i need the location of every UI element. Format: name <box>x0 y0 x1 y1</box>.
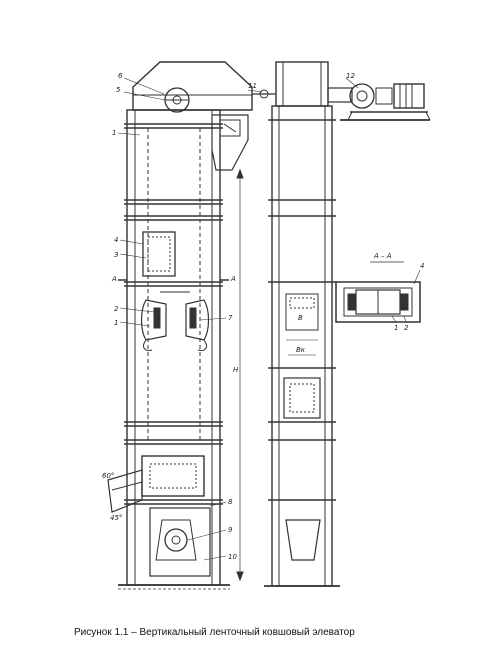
label-8: 8 <box>228 498 233 506</box>
head-housing <box>132 61 253 111</box>
figure-caption: Рисунок 1.1 – Вертикальный ленточный ков… <box>74 627 355 638</box>
label-1-top: 1 <box>112 129 116 137</box>
label-9: 9 <box>228 526 233 534</box>
label-2: 2 <box>114 305 119 313</box>
label-section-4: 4 <box>420 262 424 270</box>
left-elevator-view <box>107 61 253 590</box>
tail-pulley <box>164 528 188 552</box>
drive-unit <box>327 77 431 121</box>
label-7: 7 <box>228 314 233 322</box>
label-height: H <box>233 366 239 374</box>
label-angle-60: 60° <box>102 472 114 480</box>
label-angle-45: 45° <box>110 514 122 522</box>
label-section-a-right: A <box>230 275 236 283</box>
label-4: 4 <box>114 236 118 244</box>
label-dim-b: B <box>298 314 303 322</box>
label-section-1: 1 <box>394 324 398 332</box>
bucket-belt-section <box>140 291 210 351</box>
label-3: 3 <box>114 251 118 259</box>
label-6: 6 <box>118 72 123 80</box>
label-section-title: A – A <box>373 252 392 260</box>
label-1-mid: 1 <box>114 319 118 327</box>
label-5: 5 <box>116 86 121 94</box>
loading-chute <box>107 469 143 513</box>
label-dim-bk: Bк <box>296 346 306 354</box>
discharge-spout <box>211 114 249 171</box>
label-11: 11 <box>248 82 257 90</box>
label-section-2: 2 <box>404 324 409 332</box>
label-10: 10 <box>228 553 237 561</box>
right-elevator-view <box>247 61 431 587</box>
section-aa <box>335 261 421 323</box>
labels: 6 5 1 4 3 A A 2 1 7 H 60° 45° 8 9 10 11 … <box>102 72 424 561</box>
inspection-hatch <box>142 231 176 277</box>
label-12: 12 <box>346 72 355 80</box>
label-section-a-left: A <box>111 275 117 283</box>
side-head <box>275 61 329 107</box>
boot-section <box>141 455 205 497</box>
